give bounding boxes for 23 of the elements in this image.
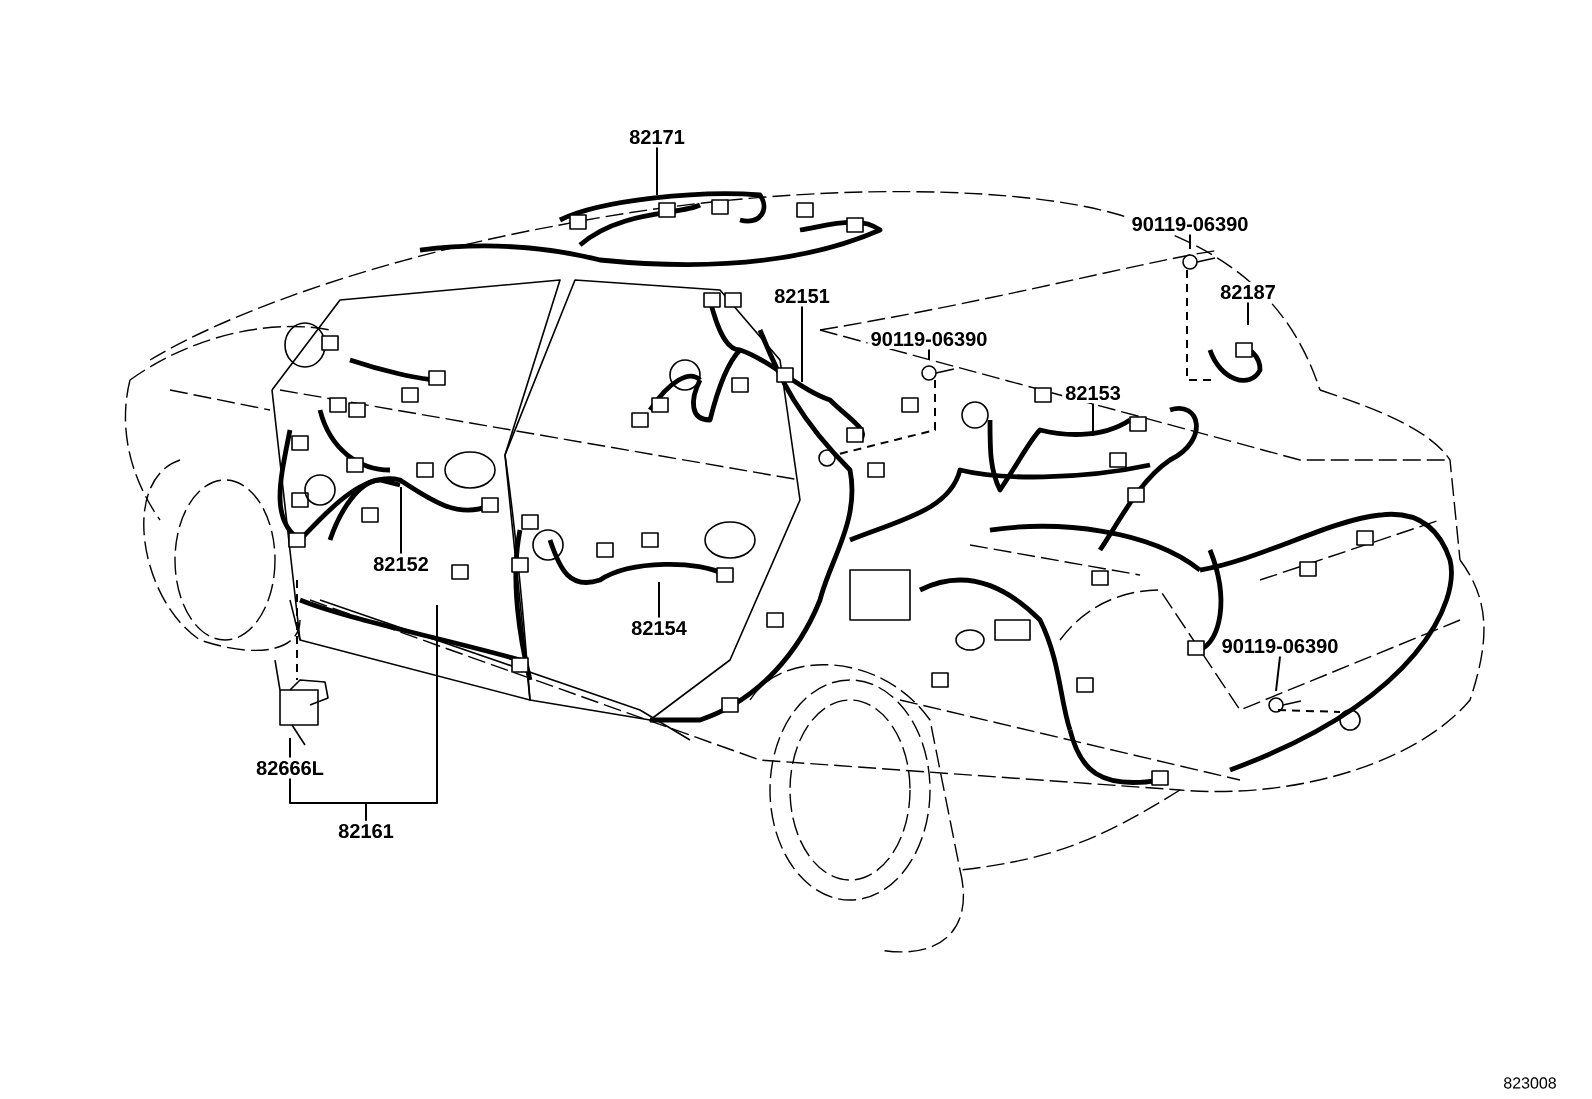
leader-line: [400, 486, 402, 555]
part-number: 82152: [370, 553, 432, 575]
part-number: 82171: [626, 126, 688, 148]
part-number: 82187: [1217, 281, 1279, 303]
part-number: 82151: [771, 285, 833, 307]
leader-line: [289, 737, 291, 759]
leader-line: [801, 305, 803, 383]
leader-line: [1092, 402, 1094, 437]
part-number: 82161: [335, 820, 397, 842]
leader-line: [1275, 655, 1281, 692]
part-number: 90119-06390: [1218, 635, 1342, 657]
part-number: 82666L: [253, 757, 327, 779]
part-number: 82153: [1062, 382, 1124, 404]
part-number: 90119-06390: [867, 328, 991, 350]
leader-line: [658, 581, 660, 619]
leader-line: [365, 604, 438, 822]
leader-line: [1189, 233, 1191, 250]
part-number: 90119-06390: [1128, 213, 1252, 235]
figure-number: 823008: [1504, 1077, 1556, 1089]
leader-line: [928, 348, 930, 361]
part-number: 82154: [628, 617, 690, 639]
leader-line: [1247, 301, 1249, 326]
leader-line: [656, 146, 658, 196]
